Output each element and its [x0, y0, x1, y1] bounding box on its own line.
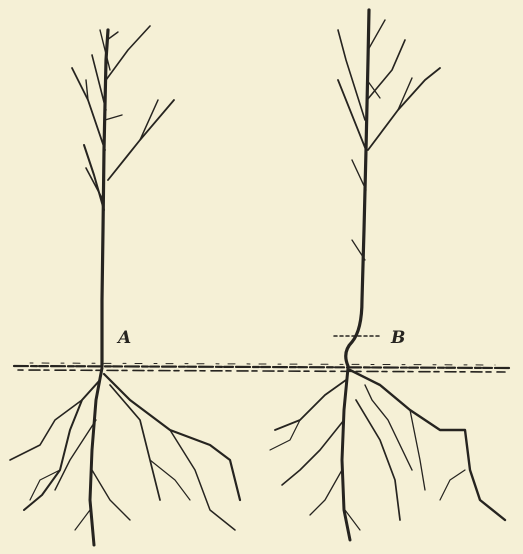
tree-b-shoot: [338, 10, 440, 366]
ground-line: [14, 363, 510, 372]
label-b: B: [391, 328, 405, 348]
tree-b-roots: [270, 368, 505, 540]
label-a: A: [118, 328, 131, 348]
tree-a-shoot: [72, 26, 174, 366]
tree-a-roots: [10, 368, 240, 545]
